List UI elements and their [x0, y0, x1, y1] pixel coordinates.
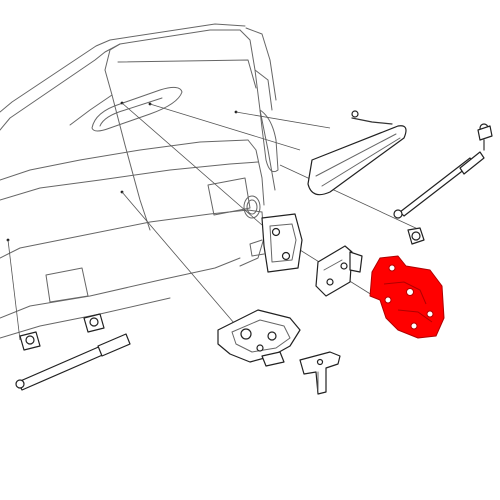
tailgate-handle	[307, 110, 407, 196]
gas-strut-left	[15, 313, 131, 391]
gas-strut-right	[393, 123, 493, 219]
leader-lines	[7, 102, 421, 341]
striker-bracket	[299, 351, 341, 395]
hinge-bracket	[315, 245, 363, 297]
latch-mechanism	[217, 309, 301, 367]
strut-mount-right	[407, 227, 425, 245]
lock-actuator	[369, 255, 445, 339]
latch-bracket	[249, 213, 303, 273]
vehicle-rear-body	[0, 23, 279, 339]
